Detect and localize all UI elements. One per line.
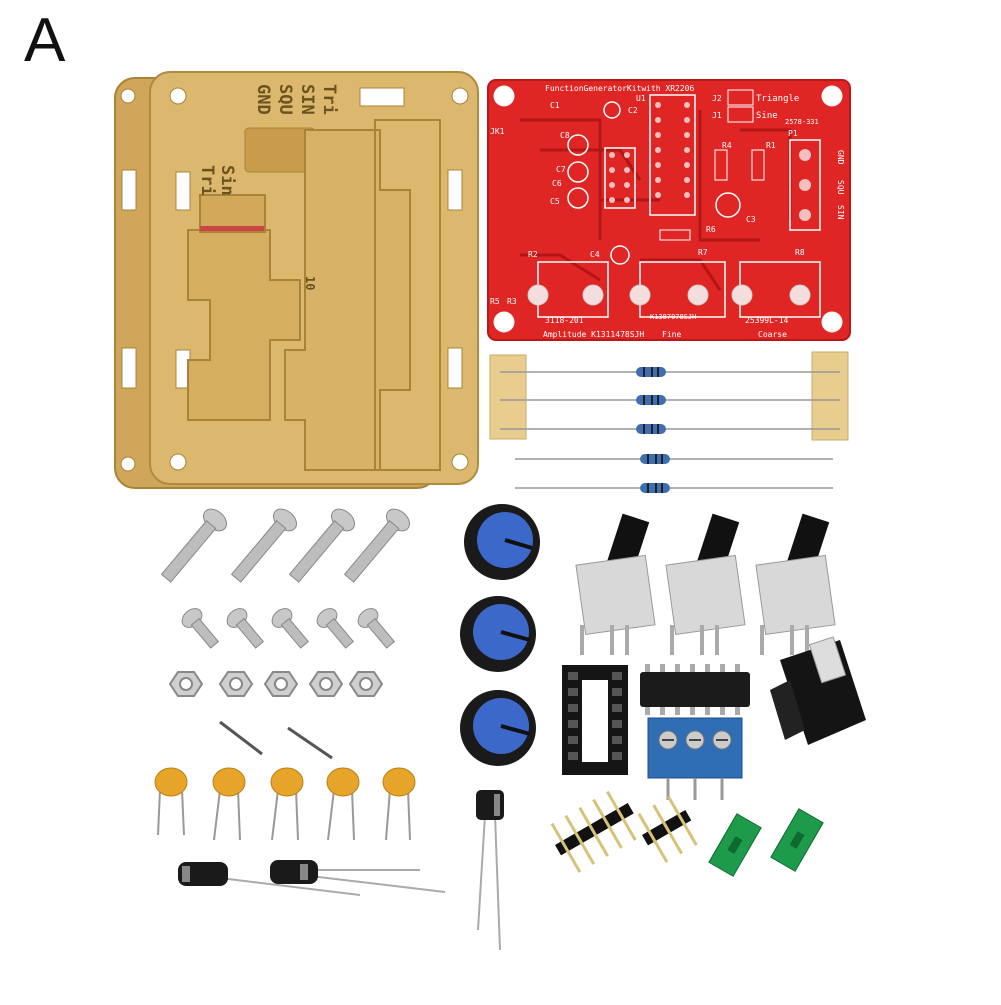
long-screws (160, 508, 411, 583)
control-knobs (460, 504, 540, 766)
ceramic-capacitors (154, 767, 416, 841)
pcb-silk-c7: C7 (556, 165, 566, 174)
dc-power-jack (770, 636, 866, 745)
pcb-silk-r7: R7 (698, 248, 708, 257)
acrylic-label-tri: Tri (319, 84, 339, 115)
short-screws (181, 608, 396, 649)
pcb-silk-r8: R8 (795, 248, 805, 257)
pcb-silk-r1: R1 (766, 141, 776, 150)
pcb-silk-c5: C5 (550, 197, 560, 206)
acrylic-label-sin: SIN (297, 84, 317, 115)
acrylic-label-10: 10 (303, 276, 317, 290)
pcb-silk-r3: R3 (507, 297, 517, 306)
acrylic-case-panels: GND SQU SIN Tri Tri Sin 10 (114, 71, 479, 489)
electrolytic-capacitors (178, 790, 504, 951)
pcb-silk-sin: SIN (836, 205, 845, 220)
resistor-strip (489, 351, 849, 493)
acrylic-label-tri-2: Tri (197, 165, 217, 196)
pcb-pot-label-2: K1387078SJH (650, 313, 696, 321)
screw-terminal (647, 717, 743, 800)
pcb-silk-c3: C3 (746, 215, 756, 224)
ic-chip (640, 664, 750, 715)
pcb-board: FunctionGeneratorKitwith XR2206 2578-331… (487, 79, 851, 341)
pcb-silk-r4: R4 (722, 141, 732, 150)
pcb-silk-c6: C6 (552, 179, 562, 188)
pcb-silk-jk1: JK1 (490, 127, 505, 136)
pcb-silk-sine: Sine (756, 111, 778, 121)
acrylic-label-squ: SQU (275, 84, 295, 115)
pcb-silk-j2: J2 (712, 94, 722, 103)
pcb-silk-gnd: GND (836, 150, 845, 165)
acrylic-label-gnd: GND (253, 84, 273, 115)
pcb-silk-c2: C2 (628, 106, 638, 115)
pcb-title: FunctionGeneratorKitwith XR2206 (545, 84, 694, 93)
panel-label: A (24, 6, 66, 75)
jumper-caps (708, 808, 824, 877)
pin-headers (550, 790, 698, 873)
pcb-part-id: 2578-331 (785, 118, 819, 126)
ic-socket (562, 665, 628, 775)
pcb-silk-r6: R6 (706, 225, 716, 234)
pcb-silk-c4: C4 (590, 250, 600, 259)
metal-pins (219, 720, 333, 760)
pcb-silk-triangle: Triangle (756, 94, 799, 104)
pcb-silk-p1: P1 (788, 129, 798, 138)
pcb-silk-c1: C1 (550, 101, 560, 110)
pcb-bottom-label-3: Coarse (758, 330, 787, 339)
pcb-silk-r2: R2 (528, 250, 538, 259)
pcb-silk-u1: U1 (636, 94, 646, 103)
pcb-bottom-label-1: Amplitude K1311478SJH (543, 330, 644, 339)
potentiometers (575, 513, 836, 655)
pcb-silk-r5: R5 (490, 297, 500, 306)
pcb-pot-label-3: 25399L-14 (745, 316, 789, 325)
pcb-pot-label-1: 3118-201 (545, 316, 584, 325)
pcb-silk-j1: J1 (712, 111, 722, 120)
acrylic-label-sin-2: Sin (217, 165, 237, 196)
pcb-bottom-label-2: Fine (662, 330, 681, 339)
pcb-silk-c8: C8 (560, 131, 570, 140)
pcb-silk-squ: SQU (836, 180, 845, 195)
hex-nuts (168, 671, 384, 697)
